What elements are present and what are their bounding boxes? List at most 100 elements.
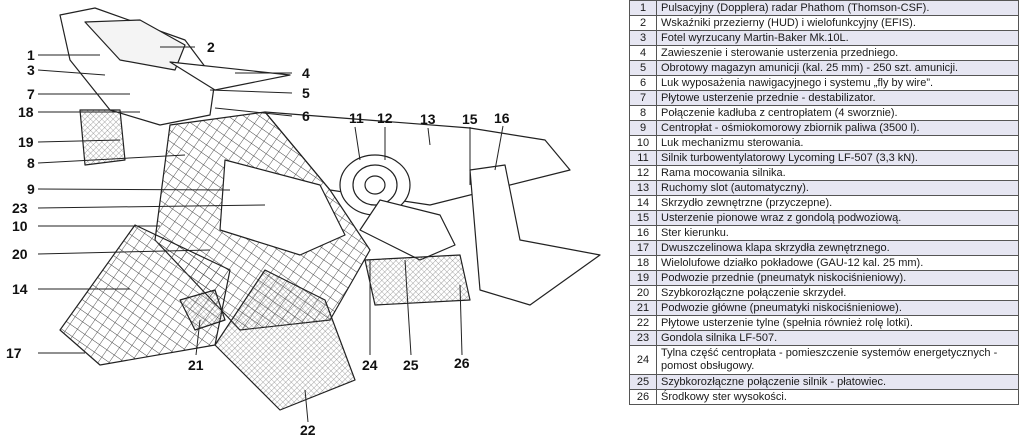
legend-number: 23 [629,330,657,346]
legend-description: Fotel wyrzucany Martin-Baker Mk.10L. [656,30,1019,46]
legend-description: Usterzenie pionowe wraz z gondolą podwoz… [656,210,1019,226]
callout-13: 13 [420,111,436,127]
callout-22: 22 [300,422,316,438]
legend-description: Luk mechanizmu sterowania. [656,135,1019,151]
lower-fin [214,269,356,411]
callout-15: 15 [462,111,478,127]
legend-number: 3 [629,30,657,46]
rear-panel [364,254,471,306]
left-wing [59,224,231,366]
legend-description: Rama mocowania silnika. [656,165,1019,181]
callout-21: 21 [188,357,204,373]
legend-description: Zawieszenie i sterowanie usterzenia prze… [656,45,1019,61]
legend-number: 19 [629,270,657,286]
callout-8: 8 [27,155,35,171]
legend-number: 14 [629,195,657,211]
legend-description: Podwozie przednie (pneumatyk niskociśnie… [656,270,1019,286]
legend-number: 13 [629,180,657,196]
callout-10: 10 [12,218,28,234]
legend-number: 6 [629,75,657,91]
legend-description: Dwuszczelinowa klapa skrzydła zewnętrzne… [656,240,1019,256]
legend-number: 25 [629,374,657,390]
canopy [84,19,186,71]
legend-description: Tylna część centropłata - pomieszczenie … [656,345,1019,375]
legend-number: 12 [629,165,657,181]
legend-number: 5 [629,60,657,76]
callout-9: 9 [27,181,35,197]
main-gear [179,289,226,331]
callout-5: 5 [302,85,310,101]
legend-description: Płytowe usterzenie przednie - destabiliz… [656,90,1019,106]
callout-26: 26 [454,355,470,371]
legend-number: 11 [629,150,657,166]
engine-gondola [219,159,346,256]
aircraft-cutaway-drawing: 1 2 3 4 5 6 7 18 19 8 9 23 10 11 12 13 1… [6,7,601,438]
engine-body [359,199,456,261]
callout-14: 14 [12,281,28,297]
legend-description: Wskaźniki przezierny (HUD) i wielofunkcy… [656,15,1019,31]
callout-1: 1 [27,47,35,63]
callout-25: 25 [403,357,419,373]
legend-description: Silnik turbowentylatorowy Lycoming LF-50… [656,150,1019,166]
legend-description: Podwozie główne (pneumatyki niskociśnien… [656,300,1019,316]
legend-number: 26 [629,389,657,405]
callout-18: 18 [18,104,34,120]
legend-number: 8 [629,105,657,121]
legend-number: 2 [629,15,657,31]
callout-12: 12 [377,110,393,126]
legend-number: 16 [629,225,657,241]
legend-number: 22 [629,315,657,331]
legend-description: Obrotowy magazyn amunicji (kal. 25 mm) -… [656,60,1019,76]
legend-description: Skrzydło zewnętrzne (przyczepne). [656,195,1019,211]
legend-number: 4 [629,45,657,61]
legend-description: Pulsacyjny (Dopplera) radar Phathom (Tho… [656,0,1019,16]
legend-description: Luk wyposażenia nawigacyjnego i systemu … [656,75,1019,91]
callout-4: 4 [302,65,310,81]
legend-description: Ster kierunku. [656,225,1019,241]
legend-description: Gondola silnika LF-507. [656,330,1019,346]
callout-6: 6 [302,108,310,124]
legend-description: Środkowy ster wysokości. [656,389,1019,405]
legend-number: 24 [629,345,657,375]
nose-gear-bay [79,109,126,166]
legend-description: Centropłat - ośmiokomorowy zbiornik pali… [656,120,1019,136]
legend-number: 10 [629,135,657,151]
legend-description: Wielolufowe działko pokładowe (GAU-12 ka… [656,255,1019,271]
legend-description: Połączenie kadłuba z centropłatem (4 swo… [656,105,1019,121]
legend-description: Szybkorozłączne połączenie skrzydeł. [656,285,1019,301]
legend-number: 9 [629,120,657,136]
callout-11: 11 [349,110,364,126]
callout-19: 19 [18,134,34,150]
callout-24: 24 [362,357,378,373]
callout-17: 17 [6,345,22,361]
legend-description: Płytowe usterzenie tylne (spełnia równie… [656,315,1019,331]
callout-16: 16 [494,110,510,126]
legend-number: 15 [629,210,657,226]
legend-number: 21 [629,300,657,316]
